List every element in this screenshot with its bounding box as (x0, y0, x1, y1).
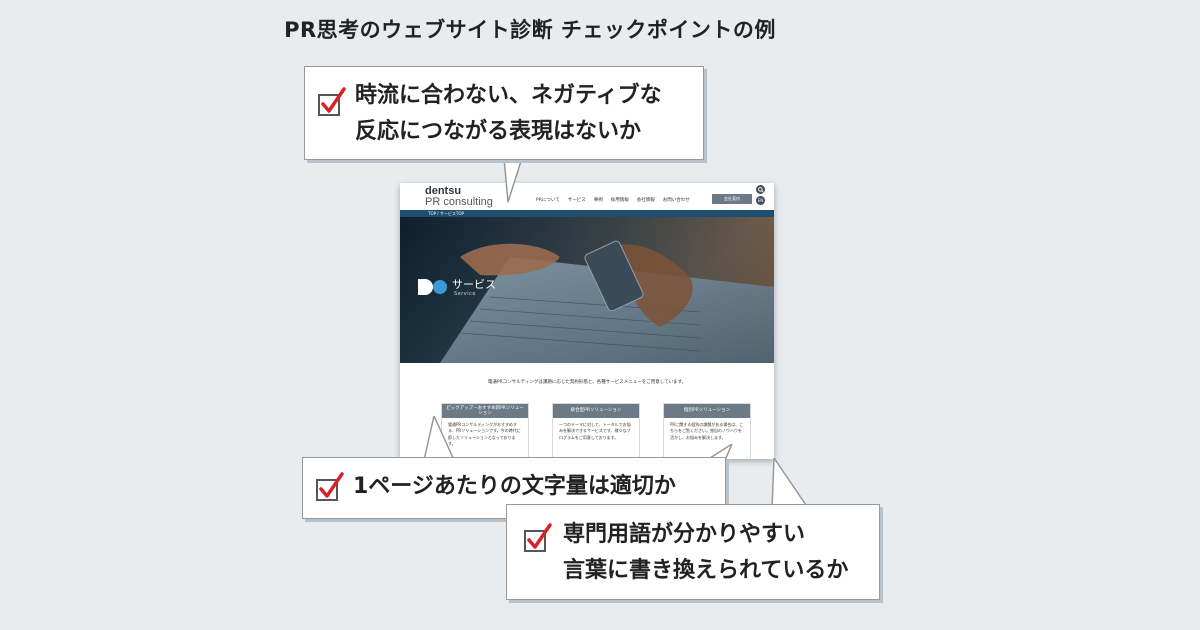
callout-tail (771, 458, 810, 510)
nav-item-recruit[interactable]: 採用情報 (610, 198, 629, 203)
callout-tail (503, 158, 523, 203)
global-nav: PRについて サービス 事例 採用情報 会社情報 お問い合わせ (536, 197, 690, 203)
callout-tail (423, 416, 455, 460)
callout-line: 1ページあたりの文字量は適切か (353, 474, 676, 499)
nav-item-services[interactable]: サービス (567, 198, 586, 203)
logo[interactable]: dentsu PR consulting (425, 186, 493, 208)
nav-item-about-pr[interactable]: PRについて (536, 198, 560, 203)
checkbox-checked-icon (524, 523, 552, 552)
card-title: ピックアップ—おすすめ新PRソリューション (442, 404, 528, 418)
page-title: PR思考のウェブサイト診断 チェックポイントの例 (284, 18, 776, 42)
nav-item-company[interactable]: 会社情報 (636, 198, 655, 203)
company-brochure-button[interactable]: 会社案内 (712, 194, 752, 204)
card-title: 個別PRソリューション (664, 404, 750, 418)
logo-text-dentsu: dentsu (425, 185, 462, 197)
search-icon[interactable] (756, 185, 765, 194)
website-screenshot: dentsu PR consulting PRについて サービス 事例 採用情報… (400, 183, 774, 459)
hero-photo-laptop (400, 217, 774, 363)
callout-line: 専門用語が分かりやすい (563, 522, 806, 547)
service-card-individual[interactable]: 個別PRソリューション PRに関する個別の課題がある場合は、こちらをご覧ください… (663, 403, 751, 459)
callout-timeliness-check: 時流に合わない、ネガティブな 反応につながる表現はないか (304, 66, 704, 160)
site-header: dentsu PR consulting PRについて サービス 事例 採用情報… (400, 183, 774, 210)
callout-jargon-check: 専門用語が分かりやすい 言葉に書き換えられているか (506, 504, 880, 600)
hero-subtitle: Service (454, 291, 476, 297)
hero-image: サービス Service (400, 217, 774, 363)
intro-text: 電通PRコンサルティングは課題に応じた契約形態と、各種サービスメニューをご用意し… (487, 380, 687, 385)
nav-item-contact[interactable]: お問い合わせ (662, 198, 690, 203)
breadcrumb[interactable]: TOP / サービスTOP (428, 211, 464, 216)
service-card-integrated[interactable]: 統合型PRソリューション 一つのテーマに対して、トータルでお悩みを解決できるサー… (552, 403, 640, 459)
callout-line: 時流に合わない、ネガティブな (355, 83, 662, 108)
language-switch-button[interactable]: EN (756, 196, 765, 205)
logo-text-pr-consulting: PR consulting (425, 196, 493, 208)
callout-line: 言葉に書き換えられているか (563, 558, 849, 583)
nav-item-cases[interactable]: 事例 (593, 198, 603, 203)
callout-line: 反応につながる表現はないか (355, 119, 642, 144)
service-card-pickup[interactable]: ピックアップ—おすすめ新PRソリューション 電通PRコンサルティングがおすすめす… (441, 403, 529, 459)
card-title: 統合型PRソリューション (553, 404, 639, 418)
hero-title: サービス (452, 278, 496, 291)
breadcrumb-bar: TOP / サービスTOP (400, 210, 774, 217)
callout-text: 専門用語が分かりやすい 言葉に書き換えられているか (563, 517, 848, 589)
card-body: 一つのテーマに対して、トータルでお悩みを解決できるサービスです。様々なプログラム… (559, 422, 631, 440)
service-mark-icon (418, 279, 447, 295)
card-body: 電通PRコンサルティングがおすすめする、PRソリューションです。今の時代に即した… (448, 422, 521, 447)
callout-text: 時流に合わない、ネガティブな 反応につながる表現はないか (355, 78, 662, 150)
checkbox-checked-icon (318, 87, 346, 116)
checkbox-checked-icon (316, 472, 344, 501)
card-body: PRに関する個別の課題がある場合は、こちらをご覧ください。独自のノウハウを活かし… (670, 422, 744, 440)
